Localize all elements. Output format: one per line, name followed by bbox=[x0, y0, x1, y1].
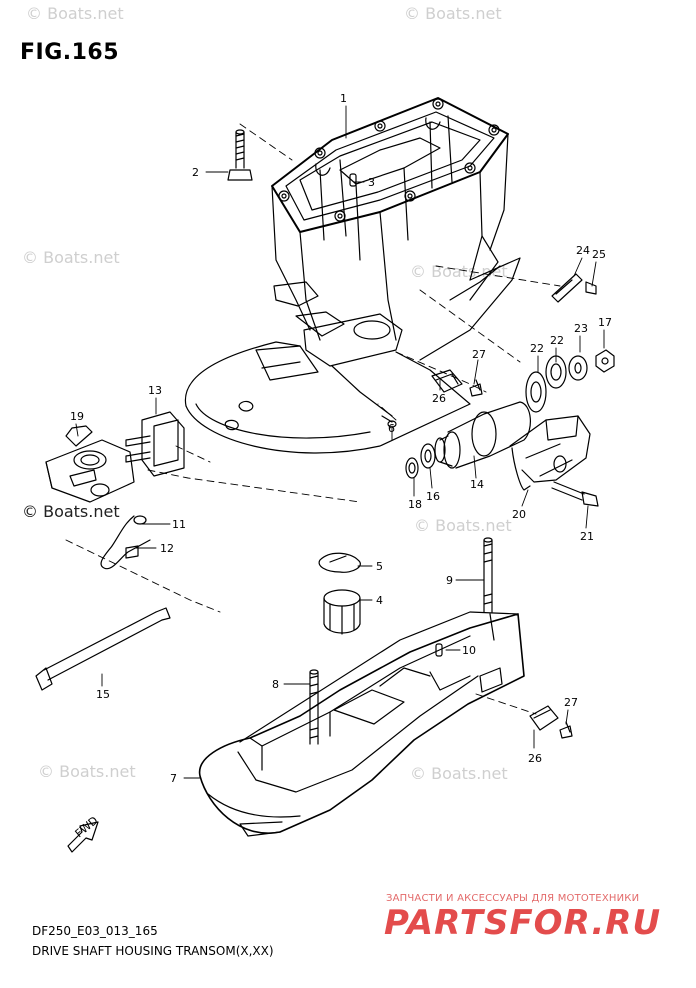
callout-8: 8 bbox=[272, 678, 279, 691]
callout-25: 25 bbox=[592, 248, 606, 261]
callout-18: 18 bbox=[408, 498, 422, 511]
callout-9: 9 bbox=[446, 574, 453, 587]
part-9-stud bbox=[483, 537, 493, 613]
watermark-mid-right: © Boats.net bbox=[410, 262, 508, 281]
watermark-mid-left: © Boats.net bbox=[22, 248, 120, 267]
callout-21: 21 bbox=[580, 530, 594, 543]
callout-22a: 22 bbox=[530, 342, 544, 355]
watermark-low-right: © Boats.net bbox=[410, 764, 508, 783]
callout-3: 3 bbox=[368, 176, 375, 189]
callout-13: 13 bbox=[148, 384, 162, 397]
callout-1: 1 bbox=[340, 92, 347, 105]
part-13-bracket bbox=[125, 411, 185, 477]
figure-name: DRIVE SHAFT HOUSING TRANSOM(X,XX) bbox=[32, 944, 274, 958]
part-2-bolt bbox=[227, 129, 253, 181]
callout-leaders bbox=[75, 105, 605, 779]
watermark-low-left: © Boats.net bbox=[38, 762, 136, 781]
callout-16: 16 bbox=[426, 490, 440, 503]
callout-2: 2 bbox=[192, 166, 199, 179]
watermark-top-left: © Boats.net bbox=[26, 4, 124, 23]
fwd-arrow-icon bbox=[67, 821, 99, 853]
callout-20: 20 bbox=[512, 508, 526, 521]
callout-23: 23 bbox=[574, 322, 588, 335]
callout-5: 5 bbox=[376, 560, 383, 573]
figure-code: DF250_E03_013_165 bbox=[32, 924, 158, 938]
callout-27a: 27 bbox=[472, 348, 486, 361]
callout-10: 10 bbox=[462, 644, 476, 657]
callout-26a: 26 bbox=[432, 392, 446, 405]
callout-6: 6 bbox=[388, 422, 395, 435]
callout-12: 12 bbox=[160, 542, 174, 555]
brand-tagline: ЗАПЧАСТИ И АКСЕССУАРЫ ДЛЯ МОТОТЕХНИКИ bbox=[386, 893, 640, 904]
right-mount-assembly bbox=[405, 273, 615, 507]
part-15-long-bolt bbox=[35, 607, 171, 691]
part-3-pin bbox=[349, 173, 357, 187]
callout-15: 15 bbox=[96, 688, 110, 701]
watermark-top-right: © Boats.net bbox=[404, 4, 502, 23]
leader-lines bbox=[65, 123, 561, 715]
callout-11: 11 bbox=[172, 518, 186, 531]
callout-7: 7 bbox=[170, 772, 177, 785]
part-4-5-bushing bbox=[318, 552, 361, 635]
callout-4: 4 bbox=[376, 594, 383, 607]
watermark-center-right: © Boats.net bbox=[414, 516, 512, 535]
callout-27b: 27 bbox=[564, 696, 578, 709]
callout-22b: 22 bbox=[550, 334, 564, 347]
callout-26b: 26 bbox=[528, 752, 542, 765]
lower-pad-26 bbox=[529, 705, 573, 739]
callout-14: 14 bbox=[470, 478, 484, 491]
part-10-pin bbox=[435, 643, 443, 657]
watermark-dark: © Boats.net bbox=[22, 502, 120, 521]
callout-24: 24 bbox=[576, 244, 590, 257]
part-7-lower-case bbox=[198, 611, 525, 837]
figure-title: FIG.165 bbox=[20, 40, 120, 65]
part-19-block bbox=[45, 425, 135, 503]
callout-19: 19 bbox=[70, 410, 84, 423]
brand-logo: PARTSFOR.RU bbox=[384, 903, 662, 943]
drive-shaft-housing bbox=[184, 97, 521, 454]
callout-17: 17 bbox=[598, 316, 612, 329]
callout-numbers: 1 2 3 4 5 6 7 8 9 10 11 12 13 14 15 16 1… bbox=[70, 92, 612, 785]
